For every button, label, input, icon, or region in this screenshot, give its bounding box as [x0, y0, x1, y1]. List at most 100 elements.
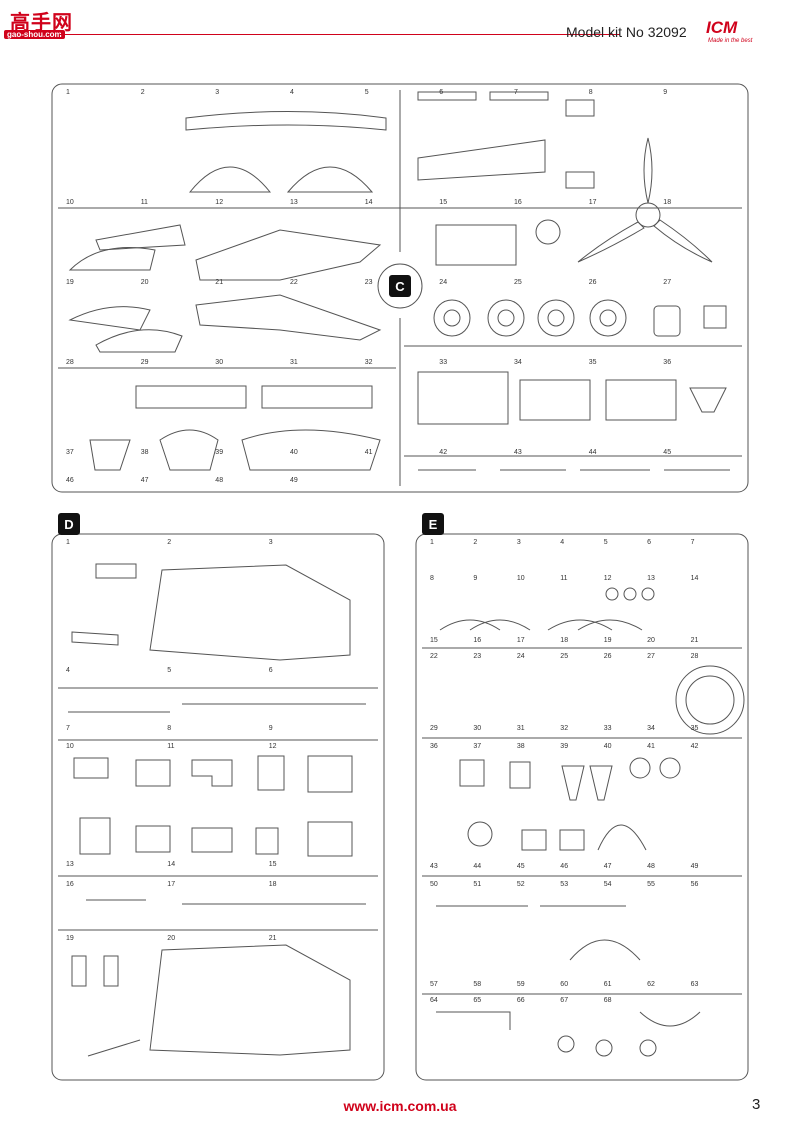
part-number-label: 15 — [269, 861, 277, 868]
part-shape — [417, 371, 509, 425]
part-number-label: 7 — [66, 725, 70, 732]
part-shape — [589, 765, 613, 801]
part-shape — [605, 379, 677, 421]
part-number-label: 49 — [691, 863, 699, 870]
part-number-label: 39 — [560, 743, 568, 750]
part-number-label: 32 — [365, 359, 373, 366]
part-number-label: 22 — [430, 653, 438, 660]
part-number-label: 27 — [663, 279, 671, 286]
wheel-hub — [599, 309, 617, 327]
part-number-label: 21 — [269, 935, 277, 942]
part-number-label: 13 — [290, 199, 298, 206]
part-shape — [641, 587, 655, 601]
part-number-label: 35 — [691, 725, 699, 732]
part-shape — [68, 306, 151, 331]
part-shape — [509, 761, 531, 789]
page-number: 3 — [752, 1096, 761, 1113]
part-number-label: 11 — [141, 199, 148, 206]
part-number-label: 57 — [430, 981, 438, 988]
wheel — [433, 299, 471, 337]
brand-tagline: Made in the best — [708, 38, 753, 44]
part-shape — [435, 224, 517, 266]
part-number-label: 42 — [439, 449, 447, 456]
part-number-label: 9 — [473, 575, 477, 582]
part-number-label: 13 — [66, 861, 74, 868]
part-number-label: 30 — [473, 725, 481, 732]
part-number-label: 27 — [647, 653, 655, 660]
wheel — [537, 299, 575, 337]
footer-url[interactable]: www.icm.com.ua — [343, 1098, 457, 1114]
badge-box — [389, 275, 411, 297]
part-number-label: 68 — [604, 997, 612, 1004]
part-number-label: 38 — [517, 743, 525, 750]
part-number-label: 45 — [517, 863, 525, 870]
part-number-label: 66 — [517, 997, 525, 1004]
part-number-label: 22 — [290, 279, 298, 286]
part-number-label: 38 — [141, 449, 149, 456]
part-number-label: 37 — [473, 743, 481, 750]
part-number-label: 52 — [517, 881, 525, 888]
part-shape — [565, 171, 595, 189]
part-number-label: 1 — [66, 539, 70, 546]
part-shape — [95, 563, 137, 579]
part-number-label: 8 — [589, 89, 593, 96]
part-number-label: 2 — [141, 89, 145, 96]
part-number-label: 28 — [66, 359, 74, 366]
wheel-hub — [547, 309, 565, 327]
part-number-label: 20 — [167, 935, 175, 942]
wheel — [589, 299, 627, 337]
part-number-label: 21 — [215, 279, 223, 286]
header-rule — [60, 34, 620, 35]
part-shape — [559, 829, 585, 851]
part-number-label: 36 — [663, 359, 671, 366]
part-number-label: 54 — [604, 881, 612, 888]
part-shape — [68, 247, 156, 271]
part-number-label: 48 — [215, 477, 223, 484]
kit-title: Model kit No 32092 — [566, 24, 687, 40]
part-number-label: 11 — [167, 743, 174, 750]
part-number-label: 16 — [514, 199, 522, 206]
part-number-label: 4 — [66, 667, 70, 674]
part-number-label: 46 — [560, 863, 568, 870]
part-shape — [459, 759, 485, 787]
part-shape — [188, 166, 272, 193]
part-number-label: 12 — [215, 199, 223, 206]
part-number-label: 13 — [647, 575, 655, 582]
part-number-label: 26 — [589, 279, 597, 286]
part-number-label: 33 — [439, 359, 447, 366]
part-number-label: 3 — [215, 89, 219, 96]
part-number-label: 41 — [365, 449, 373, 456]
part-number-label: 61 — [604, 981, 612, 988]
part-number-label: 2 — [473, 539, 477, 546]
part-number-label: 14 — [167, 861, 175, 868]
part-shape — [89, 439, 131, 471]
part-number-label: 5 — [167, 667, 171, 674]
part-shape — [79, 817, 111, 855]
part-shape — [519, 379, 591, 421]
part-number-label: 16 — [473, 637, 481, 644]
part-number-label: 41 — [647, 743, 655, 750]
part-number-label: 12 — [604, 575, 612, 582]
part-number-label: 19 — [66, 279, 74, 286]
part-number-label: 30 — [215, 359, 223, 366]
part-shape — [469, 619, 531, 631]
part-shape — [623, 587, 637, 601]
part-number-label: 35 — [589, 359, 597, 366]
site-watermark: 高手网 gao-shou.com — [4, 6, 74, 40]
part-number-label: 3 — [269, 539, 273, 546]
propeller-blade — [577, 221, 645, 263]
part-shape — [307, 755, 353, 793]
part-number-label: 14 — [365, 199, 373, 206]
part-shape — [675, 665, 745, 735]
part-number-label: 18 — [269, 881, 277, 888]
part-number-label: 25 — [560, 653, 568, 660]
part-number-label: 10 — [517, 575, 525, 582]
part-number-label: 42 — [691, 743, 699, 750]
part-number-label: 20 — [141, 279, 149, 286]
part-shape — [417, 91, 477, 101]
part-shape — [191, 759, 233, 787]
part-shape — [135, 825, 171, 853]
part-number-label: 31 — [290, 359, 298, 366]
